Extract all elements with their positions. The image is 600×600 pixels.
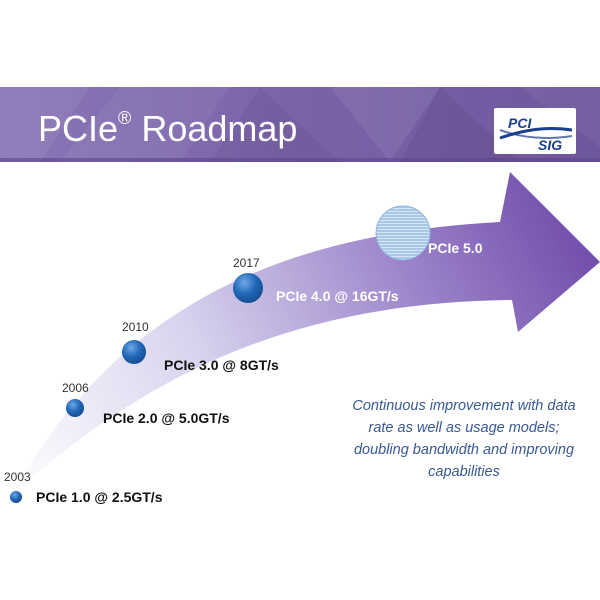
milestone-dot-icon <box>233 273 263 303</box>
roadmap-arrow <box>10 172 600 497</box>
milestone-dot-icon <box>66 399 84 417</box>
milestone-label: PCIe 3.0 @ 8GT/s <box>164 357 279 373</box>
milestone-dot-icon <box>122 340 146 364</box>
page-title: PCIe® Roadmap <box>38 108 298 149</box>
milestone-year: 2003 <box>4 470 31 484</box>
pci-sig-logo: PCI SIG <box>494 108 576 154</box>
milestone-label: PCIe 2.0 @ 5.0GT/s <box>103 410 230 426</box>
milestone-dot-icon <box>10 491 22 503</box>
milestone-year: 2010 <box>122 320 149 334</box>
milestone-label: PCIe 4.0 @ 16GT/s <box>276 288 399 304</box>
roadmap-arrow-diagram <box>10 172 600 503</box>
title-main: PCIe <box>38 108 119 149</box>
logo-text-pci: PCI <box>508 115 532 131</box>
registered-mark: ® <box>118 108 132 128</box>
milestone-year: 2017 <box>233 256 260 270</box>
milestone-label: PCIe 5.0 <box>428 240 483 256</box>
milestone-label: PCIe 1.0 @ 2.5GT/s <box>36 489 163 505</box>
logo-text-sig: SIG <box>538 137 562 153</box>
roadmap-note: Continuous improvement with data rate as… <box>352 398 576 480</box>
milestone-dot-striped-icon <box>375 205 431 261</box>
milestone-year: 2006 <box>62 381 89 395</box>
title-rest: Roadmap <box>131 108 298 149</box>
